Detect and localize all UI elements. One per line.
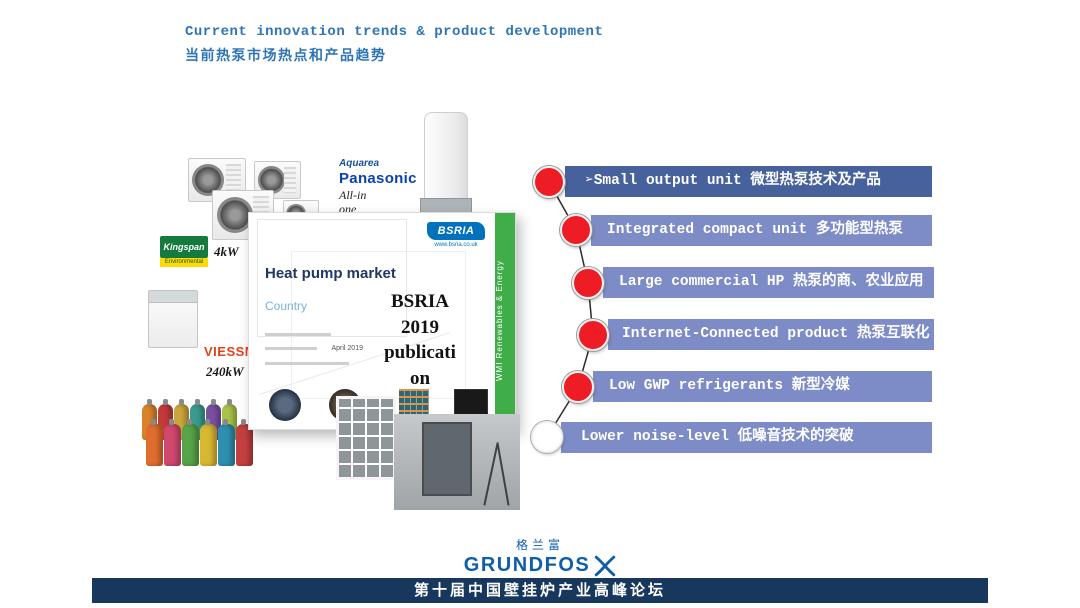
title-block: Current innovation trends & product deve… <box>185 24 603 65</box>
refrigerant-cylinder-image <box>182 419 199 466</box>
cabinet-image <box>422 422 472 496</box>
bullet-dot-red <box>560 214 592 246</box>
appliance-panel <box>149 291 197 303</box>
kingspan-environmental-label: Environmental <box>160 258 208 267</box>
floorplan-decoration <box>257 219 407 337</box>
bsria-url: www.bsria.co.uk <box>434 242 478 248</box>
slide-title-en: Current innovation trends & product deve… <box>185 24 604 40</box>
grundfos-mark-icon <box>594 555 616 576</box>
report-overlay-caption: BSRIA 2019 publicati on <box>384 291 456 389</box>
meta-line <box>265 362 349 365</box>
grundfos-chinese-label: 格兰富 <box>515 538 564 552</box>
meta-line <box>265 333 331 336</box>
equipment-photo <box>394 414 520 510</box>
tripod-leg <box>496 442 510 506</box>
outdoor-unit-image <box>212 190 274 240</box>
grundfos-logo-block: 格兰富 GRUNDFOS <box>430 536 650 577</box>
power-label-240kw: 240kW <box>206 364 244 379</box>
bullet-dot-red <box>572 267 604 299</box>
report-strip-label: WMI Renewables & Energy <box>495 260 504 382</box>
refrigerant-cylinder-image <box>218 419 235 466</box>
bullet-dot-red <box>577 319 609 351</box>
aquarea-label: Aquarea <box>339 158 380 169</box>
bullet-dot-open <box>531 421 563 453</box>
bullet-bar-lower-noise: Lower noise-level 低噪音技术的突破 <box>561 422 932 453</box>
refrigerant-cylinder-image <box>164 419 181 466</box>
panasonic-logo: Panasonic <box>339 169 417 187</box>
bullet-bar-low-gwp: Low GWP refrigerants 新型冷媒 <box>593 371 932 402</box>
report-meta: April 2019 <box>265 329 363 369</box>
appliance-image <box>148 290 198 348</box>
kingspan-logo: Kingspan <box>160 236 208 258</box>
report-date: April 2019 <box>331 345 363 353</box>
bullet-bar-integrated-compact: Integrated compact unit 多功能型热泵 <box>591 215 932 246</box>
all-in-one-label: All-in one <box>339 187 367 216</box>
fan-icon <box>216 196 254 234</box>
report-subtitle: Country <box>265 299 308 313</box>
power-label-4kw: 4kW <box>214 244 239 259</box>
footer-banner: 第十届中国壁挂炉产业高峰论坛 <box>92 578 988 603</box>
report-title: Heat pump market <box>265 265 396 282</box>
unit-slats <box>226 164 241 196</box>
meta-line <box>265 347 317 351</box>
report-thumbnail <box>399 389 429 417</box>
refrigerant-cylinder-image <box>200 419 217 466</box>
bsria-logo: BSRIA <box>427 222 485 240</box>
bullet-dot-red <box>562 371 594 403</box>
bullet-bar-large-commercial: Large commercial HP 热泵的商、农业应用 <box>603 267 934 298</box>
refrigerant-cylinder-image <box>236 419 253 466</box>
bullet-bar-small-output: ➢Small output unit 微型热泵技术及产品 <box>565 166 932 197</box>
report-side-strip: WMI Renewables & Energy <box>495 213 515 429</box>
bullet-bar-internet-connected: Internet-Connected product 热泵互联化 <box>608 319 934 350</box>
grid-window-photo <box>336 396 396 480</box>
refrigerant-cylinder-image <box>146 419 163 466</box>
report-thumbnail <box>269 389 301 421</box>
bsria-report-cover: BSRIA www.bsria.co.uk WMI Renewables & E… <box>248 212 516 430</box>
grundfos-wordmark: GRUNDFOS <box>463 554 591 576</box>
unit-slats <box>284 167 296 193</box>
slide-title-zh: 当前热泵市场热点和产品趋势 <box>185 47 387 63</box>
tripod-leg <box>483 442 499 506</box>
panasonic-label-block: Aquarea Panasonic All-in one <box>339 158 417 216</box>
bullet-dot-red <box>533 166 565 198</box>
fan-icon <box>257 166 286 194</box>
